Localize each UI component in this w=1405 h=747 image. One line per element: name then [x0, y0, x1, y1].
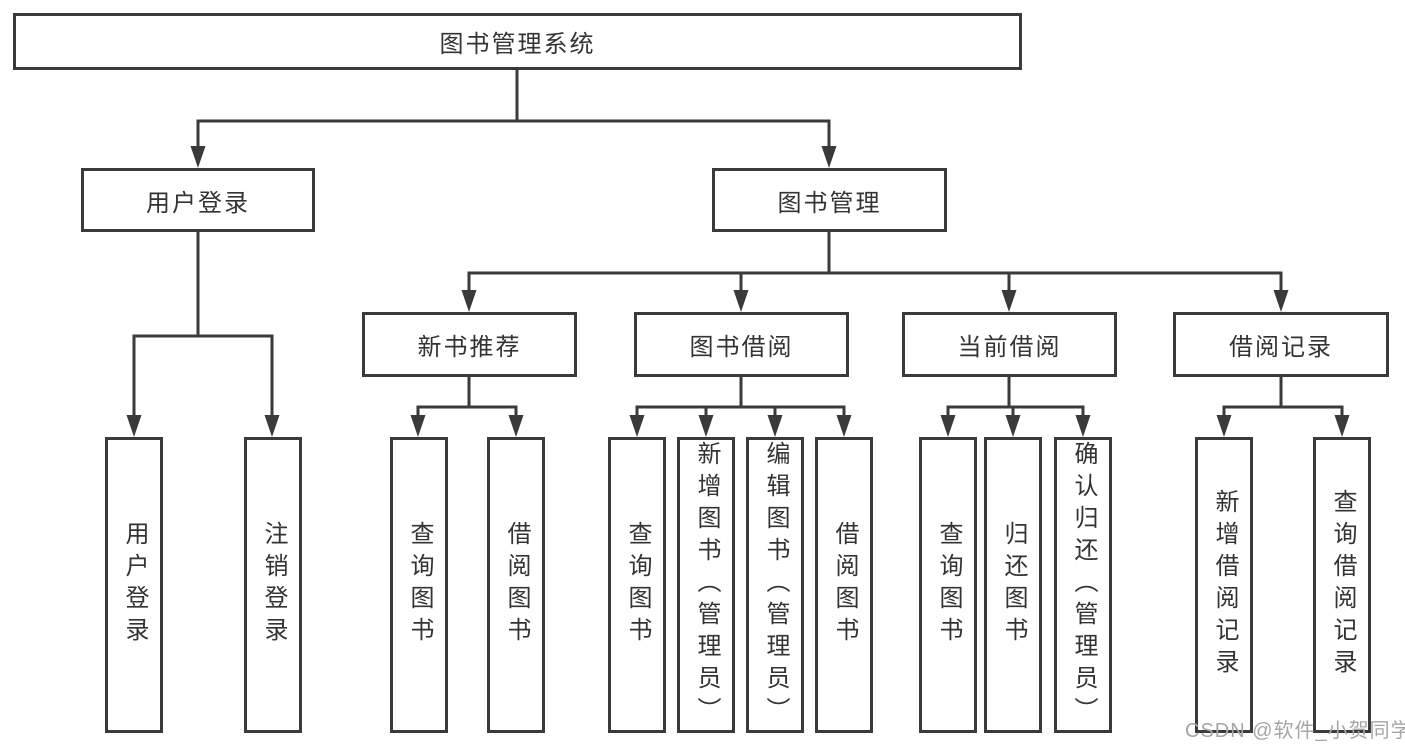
connector-line — [1222, 405, 1344, 416]
node-leaf-borrow-books: 借阅图书 — [487, 437, 545, 733]
arrowhead-icon — [836, 415, 852, 437]
node-leaf-borrow-books: 借阅图书 — [815, 437, 873, 733]
arrowhead-icon — [1334, 415, 1350, 437]
arrowhead-icon — [126, 415, 142, 437]
node-leaf-query-books: 查询图书 — [919, 437, 977, 733]
arrowhead-icon — [698, 415, 714, 437]
connector-line — [467, 271, 1283, 291]
node-leaf-add-borrow-record: 新增借阅记录 — [1195, 437, 1253, 733]
node-leaf-query-books: 查询图书 — [390, 437, 448, 733]
connector-line — [635, 405, 846, 416]
node-leaf-query-borrow-record: 查询借阅记录 — [1313, 437, 1371, 733]
node-leaf-edit-books-admin: 编辑图书（管理员） — [746, 437, 804, 733]
arrowhead-icon — [1075, 415, 1091, 437]
node-new-book-recommendation: 新书推荐 — [362, 312, 577, 377]
arrowhead-icon — [1001, 290, 1017, 312]
node-leaf-confirm-return-admin: 确认归还（管理员） — [1054, 437, 1112, 733]
arrowhead-icon — [940, 415, 956, 437]
arrowhead-icon — [508, 415, 524, 437]
node-book-borrowing: 图书借阅 — [634, 312, 849, 377]
node-leaf-logout: 注销登录 — [244, 437, 302, 733]
connector-line — [416, 405, 518, 416]
arrowhead-icon — [821, 146, 837, 168]
connector-line — [132, 334, 274, 416]
node-book-management: 图书管理 — [712, 168, 947, 232]
node-leaf-user-login: 用户登录 — [105, 437, 163, 733]
arrowhead-icon — [461, 290, 477, 312]
arrowhead-icon — [733, 290, 749, 312]
arrowhead-icon — [1273, 290, 1289, 312]
watermark: CSDN @软件_小贺同学 — [1185, 720, 1405, 742]
arrowhead-icon — [629, 415, 645, 437]
arrowhead-icon — [1216, 415, 1232, 437]
connector-line — [946, 405, 1085, 416]
arrowhead-icon — [264, 415, 280, 437]
arrowhead-icon — [410, 415, 426, 437]
node-library-management-system: 图书管理系统 — [13, 13, 1022, 70]
connector-line — [196, 119, 831, 147]
node-borrowing-records: 借阅记录 — [1173, 312, 1389, 377]
node-user-login: 用户登录 — [81, 168, 315, 232]
node-leaf-return-books: 归还图书 — [984, 437, 1042, 733]
node-leaf-add-books-admin: 新增图书（管理员） — [677, 437, 735, 733]
arrowhead-icon — [1005, 415, 1021, 437]
arrowhead-icon — [767, 415, 783, 437]
node-current-borrowing: 当前借阅 — [902, 312, 1117, 377]
node-leaf-query-books: 查询图书 — [608, 437, 666, 733]
arrowhead-icon — [190, 146, 206, 168]
